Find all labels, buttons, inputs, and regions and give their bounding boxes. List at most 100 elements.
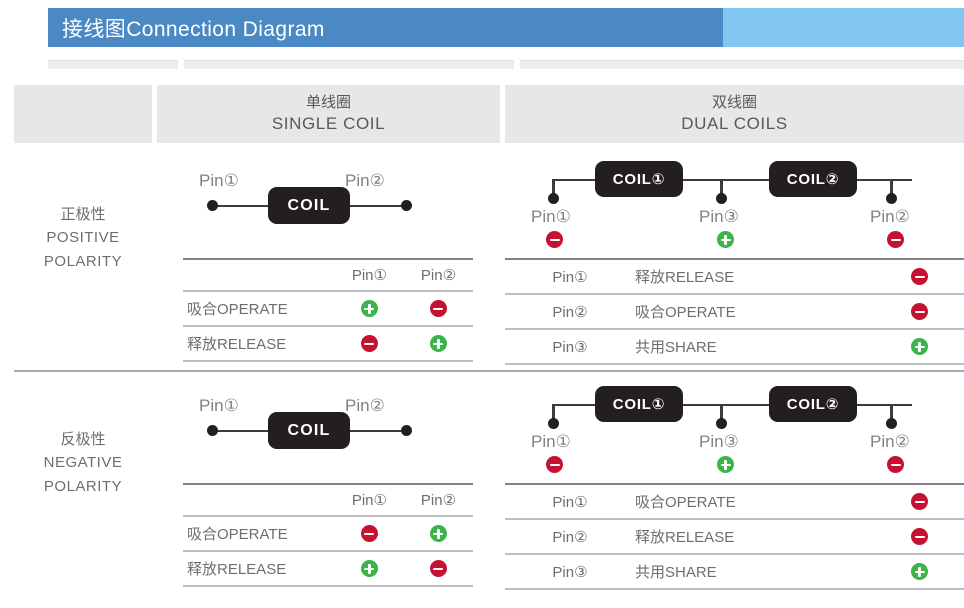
row-pin1-badge-cell xyxy=(334,290,404,327)
terminal-dot-left xyxy=(207,425,218,436)
coil1-box: COIL① xyxy=(595,161,683,197)
rail-line xyxy=(552,404,912,406)
terminal-dot-left xyxy=(207,200,218,211)
table-row: Pin② 吸合OPERATE xyxy=(505,293,964,330)
column-header-single-coil-en: SINGLE COIL xyxy=(271,113,386,133)
terminal-dot-right xyxy=(401,200,412,211)
plus-badge-icon xyxy=(717,456,734,474)
column-header-single-coil: 单线圈 SINGLE COIL xyxy=(157,85,500,143)
column-header-single-coil-cn: 单线圈 xyxy=(305,94,351,111)
row-badge-cell xyxy=(875,328,964,365)
row-pin2-badge-cell xyxy=(403,515,473,552)
minus-badge-icon xyxy=(911,493,928,511)
table-row: Pin② 释放RELEASE xyxy=(505,518,964,555)
row-label-positive-en-1: POSITIVE xyxy=(46,229,120,247)
terminal-dot-right xyxy=(401,425,412,436)
table-header-pin1: Pin① xyxy=(334,258,404,292)
row-state-label: 共用SHARE xyxy=(635,328,875,365)
pin-label-pin2: Pin② xyxy=(870,207,910,226)
plus-badge-icon xyxy=(429,335,447,353)
pin-label-pin2: Pin② xyxy=(870,432,910,451)
plus-badge-icon xyxy=(429,525,447,543)
minus-badge-icon xyxy=(429,300,447,318)
coil1-box-label: COIL① xyxy=(612,171,666,188)
coil2-box-label: COIL② xyxy=(786,171,840,188)
badge-pin3 xyxy=(717,456,734,474)
row-label-positive-en-2: POLARITY xyxy=(43,252,123,270)
table-header-row: Pin① Pin② xyxy=(183,258,473,292)
table-header-blank xyxy=(183,258,335,292)
column-header-dual-coils-cn: 双线圈 xyxy=(711,94,757,111)
table-header-pin2: Pin② xyxy=(403,258,473,292)
table-row: Pin③ 共用SHARE xyxy=(505,553,964,590)
row-label-positive-polarity: 正极性 POSITIVE POLARITY xyxy=(14,203,152,273)
table-negative-dual-coils: Pin① 吸合OPERATE Pin② 释放RELEASE Pin③ 共用SHA… xyxy=(505,483,964,590)
minus-badge-icon xyxy=(429,560,447,578)
row-pin1-badge-cell xyxy=(334,515,404,552)
coil1-box-label: COIL① xyxy=(612,396,666,413)
row-pin1-badge-cell xyxy=(334,550,404,587)
column-header-dual-coils-en: DUAL COILS xyxy=(681,113,788,133)
stub-line-pin3 xyxy=(720,179,723,197)
pin-label-pin1: Pin① xyxy=(531,207,571,226)
coil-box: COIL xyxy=(268,412,350,449)
coil2-box: COIL② xyxy=(769,386,857,422)
row-label-negative-en-2: POLARITY xyxy=(43,477,123,495)
table-row: 释放RELEASE xyxy=(183,325,473,362)
coil1-box: COIL① xyxy=(595,386,683,422)
terminal-dot-pin2 xyxy=(886,193,897,204)
panel-positive-dual-coils: COIL① COIL② Pin① Pin③ Pin② Pin① 释放RELEAS… xyxy=(505,155,964,370)
panel-negative-single-coil: Pin① Pin② COIL Pin① Pin② 吸合OPERATE xyxy=(157,380,500,595)
table-header-row: Pin① Pin② xyxy=(183,483,473,517)
residual-segment-left xyxy=(48,60,178,69)
row-state-label: 释放RELEASE xyxy=(635,518,875,555)
row-pin-label: Pin③ xyxy=(505,328,635,365)
row-state-label: 释放RELEASE xyxy=(635,258,875,295)
table-header-pin2: Pin② xyxy=(403,483,473,517)
section-negative-polarity: 反极性 NEGATIVE POLARITY Pin① Pin② COIL Pin… xyxy=(0,380,964,595)
stub-line-pin1 xyxy=(552,179,555,197)
row-state-label: 共用SHARE xyxy=(635,553,875,590)
row-label-negative-en-1: NEGATIVE xyxy=(43,454,123,472)
pin-label-right: Pin② xyxy=(345,171,385,190)
row-label-negative-cn: 反极性 xyxy=(60,431,106,448)
pin-label-pin1: Pin① xyxy=(531,432,571,451)
stub-line-pin2 xyxy=(890,179,893,197)
terminal-dot-pin3 xyxy=(716,193,727,204)
terminal-dot-pin3 xyxy=(716,418,727,429)
pin-label-pin3: Pin③ xyxy=(699,432,739,451)
row-badge-cell xyxy=(875,483,964,520)
schematic-single-coil-negative: Pin① Pin② COIL xyxy=(157,380,500,475)
page-header-banner: 接线图Connection Diagram xyxy=(48,8,964,47)
row-badge-cell xyxy=(875,553,964,590)
terminal-dot-pin1 xyxy=(548,193,559,204)
terminal-dot-pin1 xyxy=(548,418,559,429)
row-label-negative-polarity: 反极性 NEGATIVE POLARITY xyxy=(14,428,152,498)
minus-badge-icon xyxy=(911,528,928,546)
badge-pin1 xyxy=(546,456,563,474)
plus-badge-icon xyxy=(911,338,928,356)
minus-badge-icon xyxy=(546,456,563,474)
row-state-label: 吸合OPERATE xyxy=(183,290,335,327)
schematic-dual-coils-positive: COIL① COIL② Pin① Pin③ Pin② xyxy=(505,155,964,250)
residual-row-strip xyxy=(0,60,964,70)
coil2-box: COIL② xyxy=(769,161,857,197)
table-row: 释放RELEASE xyxy=(183,550,473,587)
row-state-label: 释放RELEASE xyxy=(183,325,335,362)
section-divider xyxy=(14,370,964,372)
panel-positive-single-coil: Pin① Pin② COIL Pin① Pin② 吸合OPERATE xyxy=(157,155,500,370)
banner-light-segment xyxy=(723,8,964,47)
row-pin-label: Pin② xyxy=(505,293,635,330)
stub-line-pin1 xyxy=(552,404,555,422)
row-pin-label: Pin① xyxy=(505,258,635,295)
stub-line-pin3 xyxy=(720,404,723,422)
minus-badge-icon xyxy=(360,525,378,543)
row-badge-cell xyxy=(875,293,964,330)
minus-badge-icon xyxy=(911,303,928,321)
row-pin2-badge-cell xyxy=(403,290,473,327)
residual-segment-middle xyxy=(184,60,514,69)
badge-pin1 xyxy=(546,231,563,249)
table-negative-single-coil: Pin① Pin② 吸合OPERATE 释放RELEASE xyxy=(183,483,473,587)
minus-badge-icon xyxy=(887,231,904,249)
pin-label-pin3: Pin③ xyxy=(699,207,739,226)
